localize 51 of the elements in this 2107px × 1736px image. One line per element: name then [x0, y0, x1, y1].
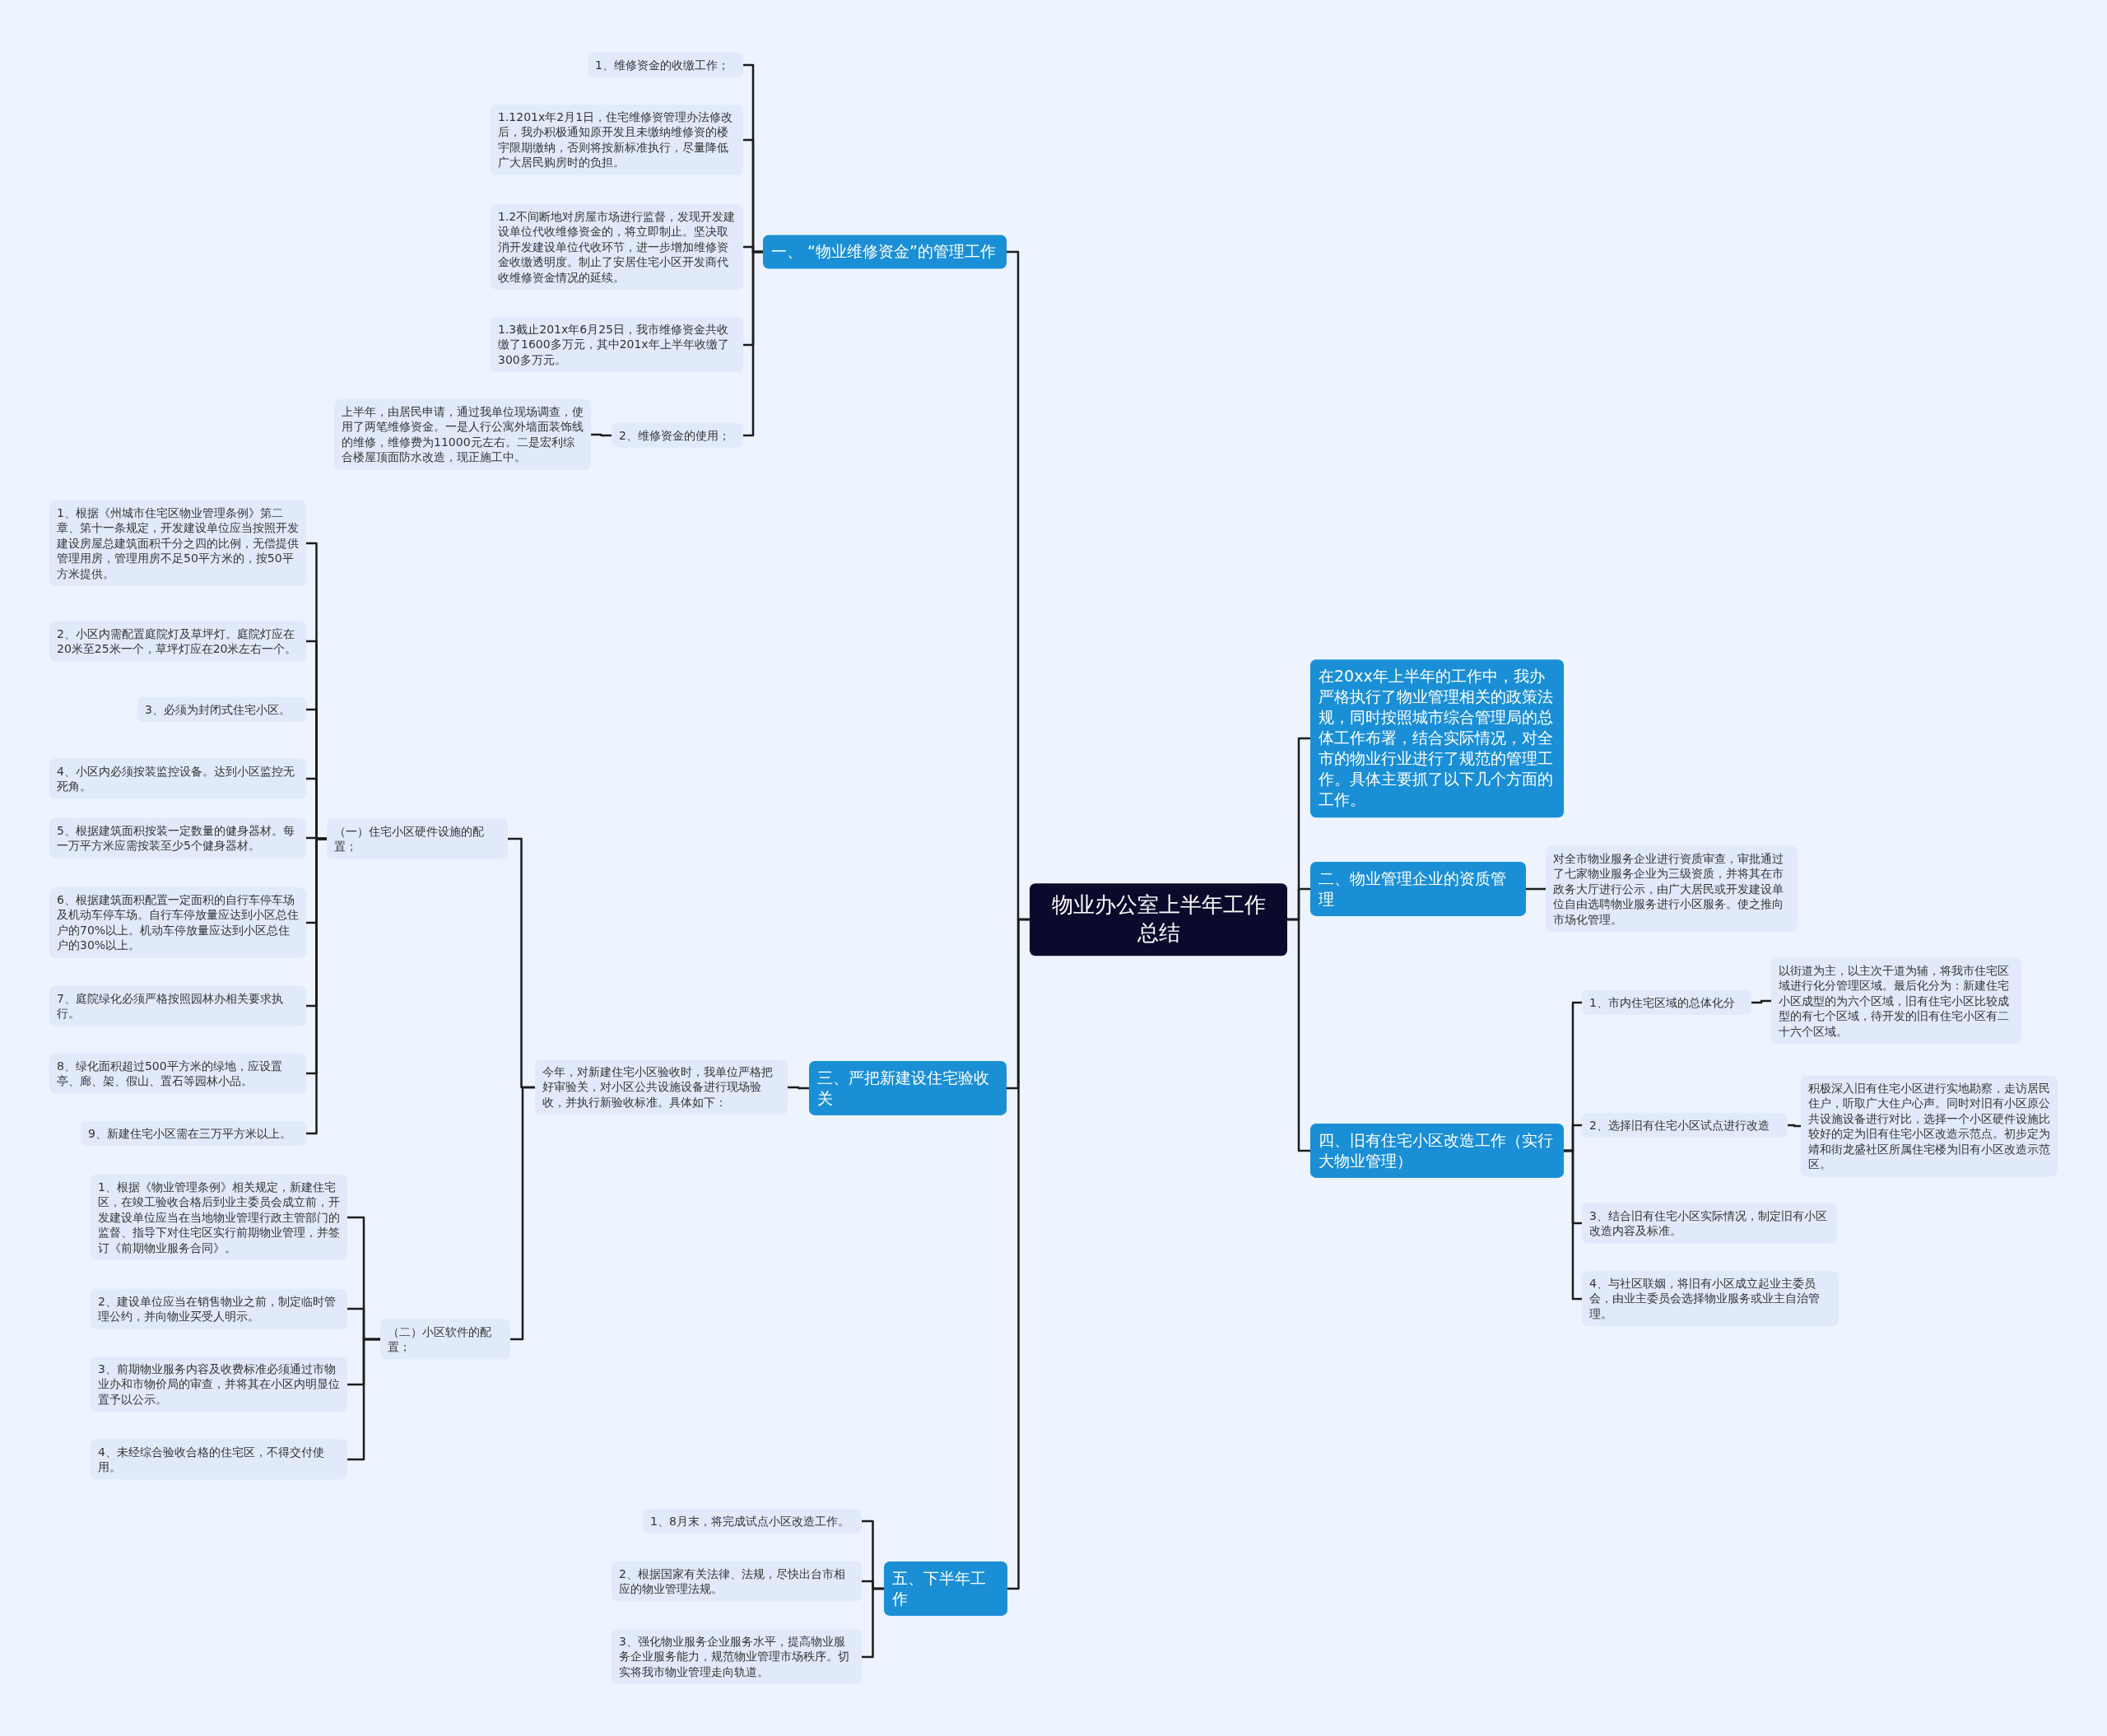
- subtopic-card: 1、市内住宅区域的总体化分: [1582, 989, 1751, 1016]
- connector-line: [510, 1086, 535, 1341]
- subtopic-card: 9、新建住宅小区需在三万平方米以上。: [81, 1120, 306, 1147]
- subtopic-card: 以街道为主，以主次干道为辅，将我市住宅区域进行化分管理区域。最后化分为：新建住宅小区成型的为六个区域，旧有住宅小区比较成型的有七个区域，待开发的旧有住宅小区有二十六个区域。: [1771, 957, 2021, 1045]
- subtopic-card: 5、根据建筑面积按装一定数量的健身器材。每一万平方米应需按装至少5个健身器材。: [49, 817, 306, 859]
- connector-line: [306, 837, 327, 1135]
- subtopic-card: 2、建设单位应当在销售物业之前，制定临时管理公约，并向物业买受人明示。: [91, 1288, 347, 1329]
- subtopic-card: 积极深入旧有住宅小区进行实地勘察，走访居民住户，听取广大住户心声。同时对旧有小区原公共设施设备进行对比，选择一个小区硬件设施比较好的定为旧有住宅小区改造示范点。初步定为靖和街龙盛社区所属住宅楼为旧有小区改造示范区。: [1801, 1075, 2058, 1177]
- connector-line: [788, 1086, 809, 1090]
- subtopic-card: 3、强化物业服务企业服务水平，提高物业服务企业服务能力，规范物业管理市场秩序。切实将我市物业管理走向轨道。: [612, 1629, 862, 1685]
- subtopic-card: 2、维修资金的使用；: [612, 422, 743, 449]
- subtopic-card: 4、未经综合验收合格的住宅区，不得交付使用。: [91, 1439, 347, 1480]
- branch-topic: 四、旧有住宅小区改造工作（实行大物业管理）: [1310, 1123, 1564, 1179]
- subtopic-card: 3、前期物业服务内容及收费标准必须通过市物业办和市物价局的审查，并将其在小区内明显位置予以公示。: [91, 1357, 347, 1413]
- connector-line: [1751, 999, 1771, 1004]
- subtopic-card: 3、结合旧有住宅小区实际情况，制定旧有小区改造内容及标准。: [1582, 1203, 1837, 1244]
- subtopic-card: 2、小区内需配置庭院灯及草坪灯。庭院灯应在20米至25米一个，草坪灯应在20米左右一个。: [49, 621, 306, 662]
- branch-topic: 三、严把新建设住宅验收关: [809, 1060, 1007, 1116]
- subtopic-card: 上半年，由居民申请，通过我单位现场调查，使用了两笔维修资金。一是人行公寓外墙面装饰线的维修，维修费为11000元左右。二是宏利综合楼屋顶面防水改造，现正施工中。: [334, 399, 591, 470]
- branch-topic: 在20xx年上半年的工作中，我办严格执行了物业管理相关的政策法规，同时按照城市综合管理局的总体工作布署，结合实际情况，对全市的物业行业进行了规范的管理工作。具体主要抓了以下几个方面的工作。: [1310, 659, 1564, 817]
- connector-line: [591, 433, 612, 437]
- subtopic-card: 2、根据国家有关法律、法规，尽快出台市相应的物业管理法规。: [612, 1561, 862, 1602]
- branch-topic: 二、物业管理企业的资质管理: [1310, 861, 1526, 917]
- subtopic-card: （一）住宅小区硬件设施的配置；: [327, 818, 508, 859]
- subtopic-card: 7、庭院绿化必须严格按照园林办相关要求执行。: [49, 985, 306, 1026]
- connector-line: [347, 1338, 380, 1461]
- subtopic-card: 1.2不间断地对房屋市场进行监督，发现开发建设单位代收维修资金的，将立即制止。坚决取消开发建设单位代收环节，进一步增加维修资金收缴透明度。制止了安居住宅小区开发商代收维修资金情况的延续。: [491, 203, 743, 291]
- subtopic-card: 3、必须为封闭式住宅小区。: [137, 696, 306, 723]
- branch-topic: 一、 “物业维修资金”的管理工作: [763, 235, 1007, 269]
- subtopic-card: 1.3截止201x年6月25日，我市维修资金共收缴了1600多万元，其中201x年上半年收缴了300多万元。: [491, 317, 743, 373]
- connector-line: [1007, 918, 1030, 1590]
- connector-line: [1564, 1149, 1582, 1301]
- subtopic-card: 对全市物业服务企业进行资质审查，审批通过了七家物业服务企业为三级资质，并将其在市政务大厅进行公示，由广大居民或开发建设单位自由选聘物业服务进行小区服务。使之推向市场化管理。: [1546, 845, 1798, 933]
- connector-line: [862, 1587, 884, 1659]
- connector-line: [1287, 918, 1310, 1152]
- central-topic: 物业办公室上半年工作总结: [1030, 883, 1287, 956]
- subtopic-card: 6、根据建筑面积配置一定面积的自行车停车场及机动车停车场。自行车停放量应达到小区总住户的70%以上。机动车停放量应达到小区总住户的30%以上。: [49, 887, 306, 958]
- subtopic-card: 1.1201x年2月1日，住宅维修资管理办法修改后，我办积极通知原开发且未缴纳维修资的楼宇限期缴纳，否则将按新标准执行，尽量降低广大居民购房时的负担。: [491, 105, 743, 175]
- subtopic-card: 8、绿化面积超过500平方米的绿地，应设置亭、廊、架、假山、置石等园林小品。: [49, 1053, 306, 1094]
- connector-line: [743, 250, 763, 437]
- branch-topic: 五、下半年工作: [884, 1561, 1007, 1617]
- subtopic-card: 1、维修资金的收缴工作；: [588, 52, 743, 78]
- subtopic-card: （二）小区软件的配置；: [380, 1319, 510, 1360]
- subtopic-card: 1、8月末，将完成试点小区改造工作。: [643, 1508, 862, 1534]
- subtopic-card: 今年，对新建住宅小区验收时，我单位严格把好审验关，对小区公共设施设备进行现场验收，并执行新验收标准。具体如下：: [535, 1059, 788, 1115]
- subtopic-card: 4、小区内必须按装监控设备。达到小区监控无死角。: [49, 758, 306, 799]
- subtopic-card: 1、根据《物业管理条例》相关规定，新建住宅区，在竣工验收合格后到业主委员会成立前，开发建设单位应当在当地物业管理行政主管部门的监督、指导下对住宅区实行前期物业管理，并签订《前期物业服务合同》。: [91, 1174, 347, 1261]
- connector-line: [1526, 887, 1546, 891]
- subtopic-card: 4、与社区联姻，将旧有小区成立起业主委员会，由业主委员会选择物业服务或业主自治管理。: [1582, 1271, 1839, 1327]
- subtopic-card: 1、根据《州城市住宅区物业管理条例》第二章、第十一条规定，开发建设单位应当按照开发建设房屋总建筑面积千分之四的比例，无偿提供管理用房，管理用房不足50平方米的，按50平方米提供。: [49, 500, 306, 587]
- subtopic-card: 2、选择旧有住宅小区试点进行改造: [1582, 1112, 1788, 1138]
